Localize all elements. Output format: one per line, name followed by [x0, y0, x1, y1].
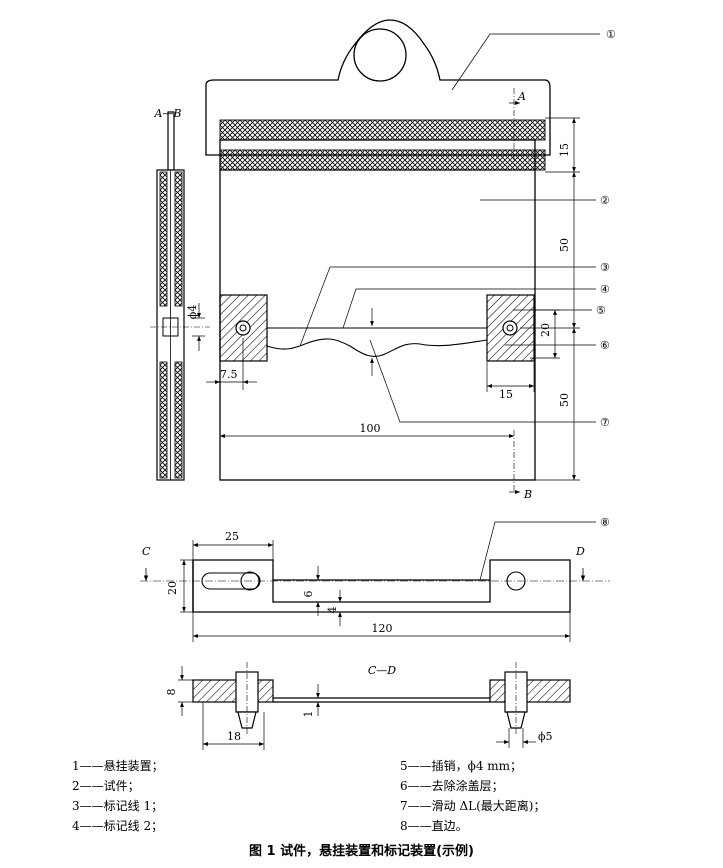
section-label-b: B — [523, 488, 532, 501]
dim-20-left: 20 — [166, 581, 179, 595]
legend-item-3: 3——标记线 1； — [72, 799, 164, 813]
dim-7-5: 7.5 — [220, 368, 238, 381]
callout-3: ③ — [600, 261, 610, 274]
marking-device — [140, 521, 610, 642]
section-label-ab: A—B — [153, 107, 181, 120]
callout-5: ⑤ — [596, 304, 606, 317]
legend-item-6: 6——去除涂盖层； — [400, 779, 504, 793]
dim-8: 8 — [165, 689, 178, 696]
dim-18: 18 — [227, 730, 241, 743]
callout-1: ① — [606, 28, 616, 41]
legend-item-2: 2——试件； — [72, 779, 140, 793]
dim-phi4: ϕ4 — [186, 305, 199, 320]
callout-8: ⑧ — [600, 516, 610, 529]
callout-7: ⑦ — [600, 416, 610, 429]
section-label-c: C — [142, 545, 151, 558]
callout-4: ④ — [600, 283, 610, 296]
dim-15-block: 15 — [499, 388, 513, 401]
section-label-d: D — [575, 545, 585, 558]
callout-leaders — [299, 33, 600, 423]
dim-25: 25 — [225, 530, 239, 543]
dim-1: 1 — [302, 711, 315, 718]
figure-caption: 图 1 试件，悬挂装置和标记装置(示例) — [249, 844, 474, 859]
dim-4: 4 — [326, 607, 339, 614]
legend-item-7: 7——滑动 ΔL(最大距离)； — [400, 799, 546, 813]
section-label-cd: C—D — [368, 664, 396, 677]
section-label-a: A — [517, 90, 526, 103]
dim-phi5: ϕ5 — [538, 730, 553, 743]
dim-50-lower: 50 — [558, 393, 571, 407]
dim-20-mark: 20 — [539, 323, 552, 337]
dim-15-top: 15 — [558, 143, 571, 157]
dimension-lines-main — [192, 101, 580, 494]
dim-100: 100 — [360, 422, 381, 435]
legend-item-8: 8——直边。 — [400, 819, 468, 833]
callout-6: ⑥ — [600, 339, 610, 352]
callout-2: ② — [600, 194, 610, 207]
hanger-device — [205, 19, 551, 171]
cd-section-view — [178, 662, 571, 750]
legend-item-1: 1——悬挂装置； — [72, 759, 164, 773]
legend-item-5: 5——插销，ϕ4 mm； — [400, 759, 523, 773]
dim-120: 120 — [372, 622, 393, 635]
dim-6: 6 — [302, 591, 315, 598]
ab-section-view — [150, 111, 210, 481]
legend-item-4: 4——标记线 2； — [72, 819, 164, 833]
dim-50-upper: 50 — [558, 238, 571, 252]
